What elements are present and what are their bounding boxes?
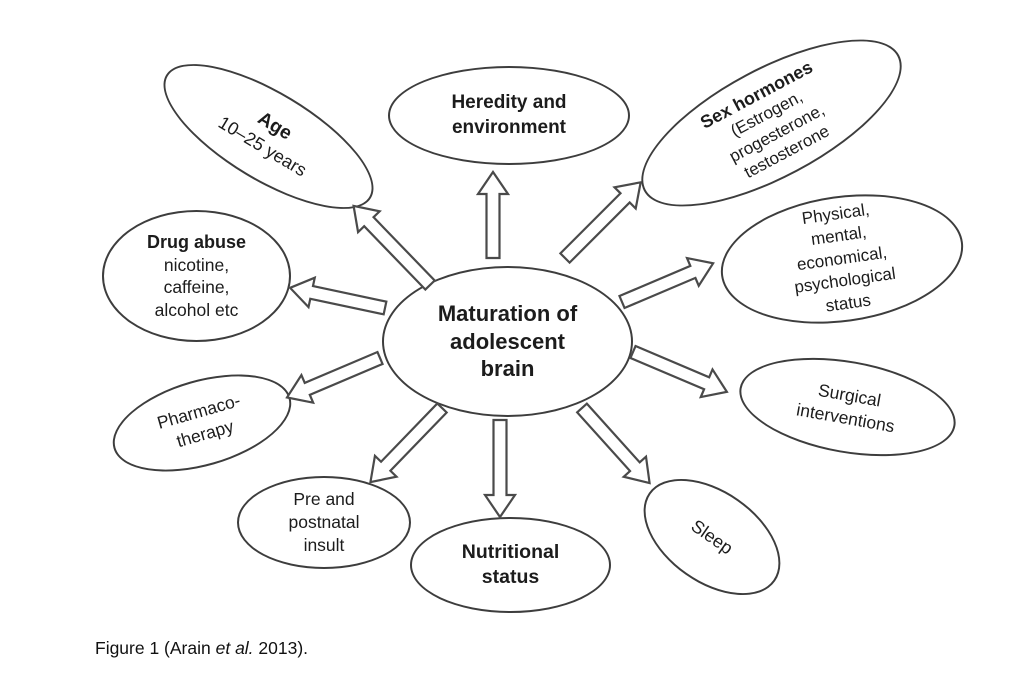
caption-prefix: Figure 1 (Arain <box>95 638 216 658</box>
arrow-center-to-drug-abuse <box>288 275 388 316</box>
node-physical-line: status <box>824 290 872 316</box>
node-sleep: Sleep <box>622 455 802 619</box>
node-drug-abuse: Drug abuse nicotine, caffeine, alcohol e… <box>102 210 291 342</box>
node-center-maturation: Maturation of adolescent brain <box>382 266 633 417</box>
node-drug-abuse-line: caffeine, <box>163 277 230 298</box>
arrow-center-to-physical-status <box>618 256 715 310</box>
arrow-center-to-nutritional <box>482 418 518 519</box>
node-drug-abuse-line: alcohol etc <box>154 299 239 320</box>
node-physical-status: Physical, mental, economical, psychologi… <box>712 179 972 339</box>
node-sleep-line: Sleep <box>687 515 737 558</box>
arrow-center-to-age <box>352 204 437 292</box>
arrow-center-to-heredity <box>475 170 511 260</box>
figure-caption: Figure 1 (Arain et al. 2013). <box>95 638 308 659</box>
arrow-center-to-sleep <box>575 402 651 485</box>
node-nutritional-line: Nutritional <box>461 540 560 563</box>
node-surgical-interventions: Surgical interventions <box>731 342 964 472</box>
caption-italic: et al. <box>215 638 254 658</box>
node-nutritional-line: status <box>481 566 540 588</box>
node-prepost-line: insult <box>303 534 345 555</box>
node-drug-abuse-line: nicotine, <box>163 254 230 275</box>
node-heredity-line: environment <box>451 116 567 138</box>
caption-suffix: 2013). <box>253 638 309 658</box>
arrow-center-to-surgical <box>629 344 729 399</box>
node-age: Age 10–25 years <box>143 36 394 237</box>
node-prepost-line: Pre and <box>293 489 355 510</box>
node-prepost-line: postnatal <box>288 512 360 533</box>
node-center-line: brain <box>480 356 535 382</box>
node-center-line: adolescent <box>450 328 565 354</box>
arrow-center-to-pre-postnatal <box>369 401 449 484</box>
node-center-line: Maturation of <box>437 301 578 327</box>
arrow-center-to-pharmacotherapy <box>285 350 384 405</box>
node-nutritional-status: Nutritional status <box>410 517 611 613</box>
node-heredity-line: Heredity and <box>451 91 567 113</box>
node-drug-abuse-title: Drug abuse <box>146 231 247 252</box>
node-pharmacotherapy: Pharmaco- therapy <box>101 356 303 490</box>
node-heredity-environment: Heredity and environment <box>388 66 630 165</box>
arrow-center-to-sex-hormones <box>558 180 643 265</box>
node-pre-postnatal-insult: Pre and postnatal insult <box>237 476 411 569</box>
